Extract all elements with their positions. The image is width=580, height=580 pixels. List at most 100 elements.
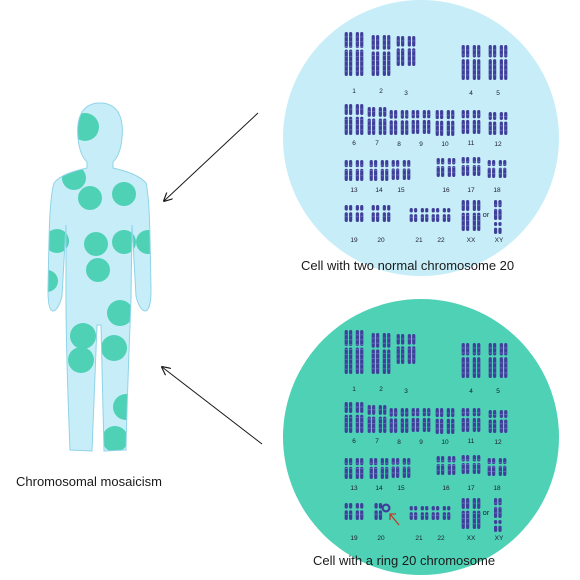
chromosome-label: 6 bbox=[352, 438, 356, 445]
chromosome-16 bbox=[436, 158, 456, 177]
mosaic-patch bbox=[78, 186, 102, 210]
body-outline bbox=[47, 102, 152, 452]
mosaic-patch bbox=[107, 300, 133, 326]
chromosome-17 bbox=[461, 157, 481, 176]
chromosome-19 bbox=[344, 503, 364, 520]
chromosome-12 bbox=[488, 112, 508, 135]
chromosome-label: XX bbox=[467, 535, 476, 542]
chromosome-22 bbox=[431, 506, 451, 520]
chromosome-label: 21 bbox=[415, 237, 423, 244]
chromosome-XX bbox=[461, 200, 481, 231]
mosaic-patch bbox=[112, 230, 136, 254]
chromosome-label: 16 bbox=[442, 485, 450, 492]
arrow-ring-to-body bbox=[162, 367, 263, 445]
mosaic-patch bbox=[113, 394, 139, 420]
mosaic-patch bbox=[86, 258, 110, 282]
mosaic-patch bbox=[48, 270, 58, 292]
chromosome-13 bbox=[344, 160, 364, 181]
chromosome-label: 15 bbox=[397, 485, 405, 492]
chromosome-9 bbox=[411, 110, 431, 134]
chromosome-label: XY bbox=[495, 535, 504, 542]
chromosome-label: 14 bbox=[375, 485, 383, 492]
mosaic-patch bbox=[48, 229, 69, 253]
chromosome-label: 12 bbox=[494, 141, 502, 148]
chromosome-14 bbox=[369, 160, 389, 181]
chromosome-label: 18 bbox=[493, 485, 501, 492]
ring-pointer-arrow-icon bbox=[389, 513, 400, 526]
chromosome-21 bbox=[409, 208, 429, 222]
chromosome-label: XY bbox=[495, 237, 504, 244]
chromosome-3 bbox=[396, 334, 416, 364]
normal-cell-circle bbox=[283, 0, 559, 276]
chromosome-10 bbox=[435, 408, 455, 434]
chromosome-label: 22 bbox=[437, 237, 445, 244]
chromosome-14 bbox=[369, 458, 389, 479]
chromosome-label: 14 bbox=[375, 187, 383, 194]
chromosome-20-pair bbox=[374, 503, 400, 526]
or-label: or bbox=[483, 210, 490, 219]
chromosome-label: 11 bbox=[468, 438, 475, 445]
arrow-normal-to-body bbox=[164, 112, 259, 201]
chromosome-label: 9 bbox=[419, 439, 423, 446]
chromosome-15 bbox=[391, 160, 411, 180]
chromosome-11 bbox=[461, 110, 481, 134]
chromosome-label: 10 bbox=[441, 439, 449, 446]
chromosome-11 bbox=[461, 408, 481, 432]
chromosome-4 bbox=[461, 343, 481, 378]
chromosome-label: 16 bbox=[442, 187, 450, 194]
mosaic-patch bbox=[101, 335, 127, 361]
mosaic-patch bbox=[102, 426, 128, 451]
chromosome-label: 13 bbox=[350, 485, 358, 492]
mosaic-patch bbox=[84, 232, 108, 256]
mosaicism-caption: Chromosomal mosaicism bbox=[16, 474, 162, 489]
chromosome-label: 2 bbox=[379, 386, 383, 393]
chromosome-label: 17 bbox=[467, 485, 475, 492]
chromosome-2 bbox=[371, 35, 391, 76]
chromosome-6 bbox=[344, 402, 364, 433]
chromosome-21 bbox=[409, 506, 429, 520]
chromosome-22 bbox=[431, 208, 451, 222]
chromosome-5 bbox=[488, 45, 508, 80]
mosaic-patches bbox=[48, 113, 151, 451]
normal-cell-caption: Cell with two normal chromosome 20 bbox=[301, 258, 515, 273]
chromosome-18 bbox=[487, 160, 507, 178]
chromosome-label: 18 bbox=[493, 187, 501, 194]
chromosome-6 bbox=[344, 104, 364, 135]
chromosome-label: 2 bbox=[379, 88, 383, 95]
chromosome-7 bbox=[367, 405, 387, 433]
chromosome-label: 20 bbox=[377, 535, 385, 542]
chromosome-4 bbox=[461, 45, 481, 80]
chromosome-8 bbox=[389, 408, 409, 433]
chromosome-17 bbox=[461, 455, 481, 474]
chromosome-XX bbox=[461, 498, 481, 529]
chromosome-15 bbox=[391, 458, 411, 478]
chromosome-label: 4 bbox=[469, 388, 473, 395]
mosaic-patch bbox=[68, 347, 94, 373]
chromosome-7 bbox=[367, 107, 387, 135]
chromosome-label: XX bbox=[467, 237, 476, 244]
ring-cell-circle bbox=[283, 299, 559, 575]
chromosome-XY bbox=[494, 200, 502, 234]
chromosome-label: 21 bbox=[415, 535, 423, 542]
chromosome-label: 17 bbox=[467, 187, 475, 194]
chromosome-label: 11 bbox=[468, 140, 475, 147]
chromosome-label: 15 bbox=[397, 187, 405, 194]
mosaic-patch bbox=[70, 323, 96, 349]
chromosome-9 bbox=[411, 408, 431, 432]
chromosome-label: 6 bbox=[352, 140, 356, 147]
mosaic-patch bbox=[71, 113, 99, 141]
chromosome-label: 8 bbox=[397, 439, 401, 446]
chromosome-label: 1 bbox=[352, 386, 356, 393]
chromosome-19 bbox=[344, 205, 364, 222]
mosaic-patch bbox=[136, 230, 151, 254]
chromosome-label: 7 bbox=[375, 438, 379, 445]
mosaic-patch bbox=[112, 182, 136, 206]
chromosome-label: 13 bbox=[350, 187, 358, 194]
chromosome-20 bbox=[371, 205, 391, 222]
chromosome-18 bbox=[487, 458, 507, 476]
chromosome-label: 5 bbox=[496, 90, 500, 97]
chromosome-label: 3 bbox=[404, 90, 408, 97]
chromosome-label: 3 bbox=[404, 388, 408, 395]
